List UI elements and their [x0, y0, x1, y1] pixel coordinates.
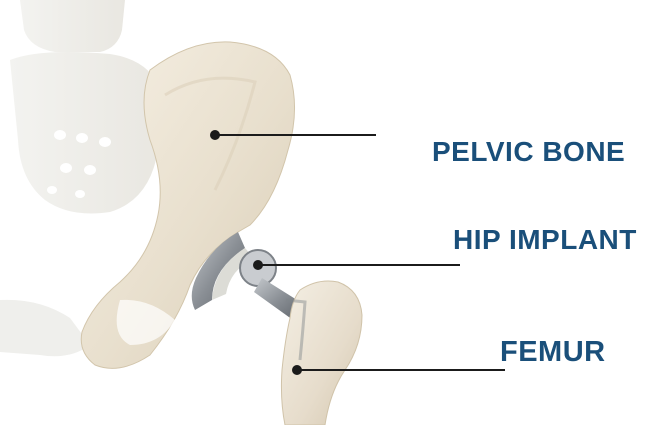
pelvic-bone-label: PELVIC BONE [432, 138, 625, 166]
femur-label: FEMUR [500, 338, 606, 367]
hip-implant-pointer-dot [254, 261, 262, 269]
femur [281, 281, 362, 425]
hip-implant-label: HIP IMPLANT [453, 226, 637, 254]
pelvic-bone-pointer-dot [211, 131, 219, 139]
femur-pointer-dot [293, 366, 301, 374]
sacrum [10, 0, 160, 214]
pubic-symphysis [0, 300, 90, 356]
